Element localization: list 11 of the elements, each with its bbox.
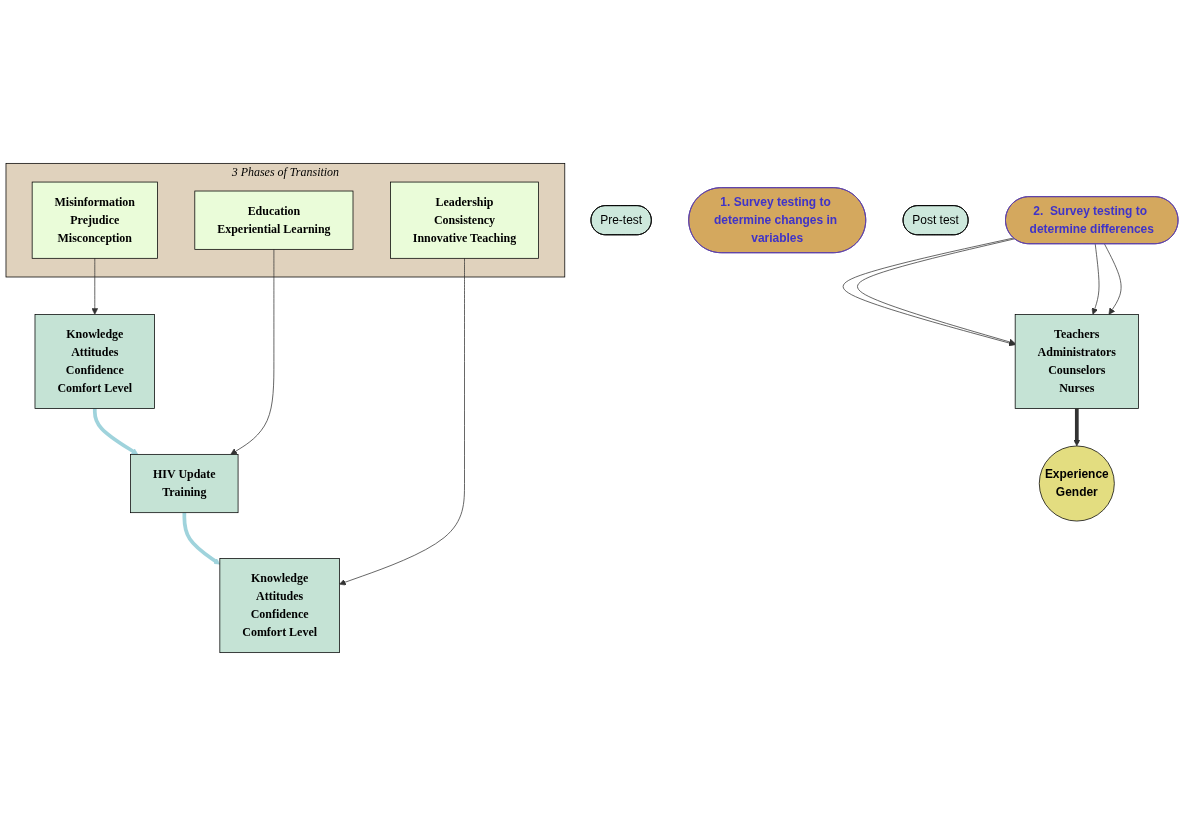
node-box: Knowledge Attitudes Confidence Comfort Level bbox=[34, 314, 155, 409]
node-box: HIV Update Training bbox=[130, 454, 239, 514]
node-circle: Experience Gender bbox=[1038, 445, 1115, 522]
node-box: Teachers Administrators Counselors Nurses bbox=[1014, 314, 1139, 409]
arrow bbox=[1073, 408, 1081, 447]
node-box: Leadership Consistency Innovative Teaching bbox=[390, 181, 539, 259]
node-box: Misinformation Prejudice Misconception bbox=[31, 181, 158, 259]
arrow bbox=[182, 512, 221, 565]
node-box: Knowledge Attitudes Confidence Comfort Level bbox=[219, 558, 340, 653]
arrow bbox=[92, 408, 139, 455]
node-box: Education Experiential Learning bbox=[194, 190, 354, 250]
